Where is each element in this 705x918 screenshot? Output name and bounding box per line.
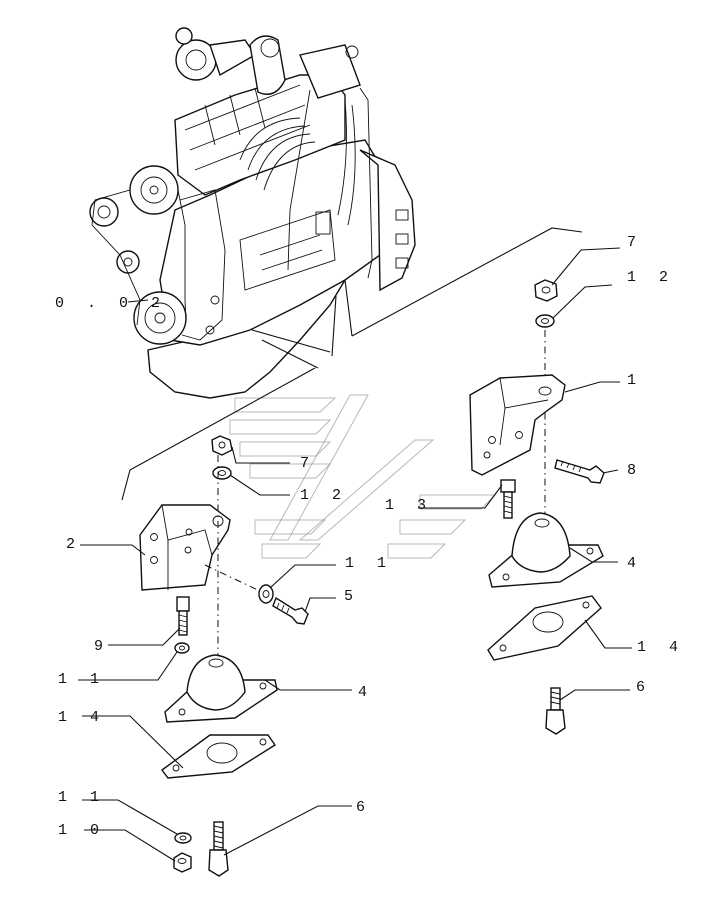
watermark-logo [229,394,497,559]
right-washer-top [535,314,555,328]
callout-2: 2 [66,536,82,553]
callout-7-mid: 7 [300,455,316,472]
right-mount-assembly [469,279,605,735]
callout-11-left: 1 1 [58,671,106,688]
callout-6-right: 6 [636,679,652,696]
callout-7-top: 7 [627,234,643,251]
callout-labels: 0 . 0 2 7 1 2 1 7 1 2 8 1 3 2 1 1 4 5 9 … [55,234,685,839]
left-small-bolt [176,596,190,612]
callout-4-right: 4 [627,555,643,572]
right-shim-plate [487,595,602,661]
callout-14-left: 1 4 [58,709,106,726]
right-bracket [469,374,566,476]
side-bolt [272,596,309,625]
left-washer-small [174,642,190,654]
callout-1: 1 [627,372,643,389]
callout-14-right: 1 4 [637,639,685,656]
callout-8: 8 [627,462,643,479]
callout-11-bottom: 1 1 [58,789,106,806]
callout-10: 1 0 [58,822,106,839]
engine-assembly [89,27,416,399]
callout-12-top: 1 2 [627,269,675,286]
right-small-bolt [500,479,516,493]
callout-5: 5 [344,588,360,605]
left-bracket [139,504,231,591]
right-nut [534,279,558,302]
callout-12-mid: 1 2 [300,487,348,504]
side-washer [258,584,274,604]
callout-4-left: 4 [358,684,374,701]
bottom-nut [173,852,192,873]
left-washer-top [212,466,232,480]
left-shim-plate [161,734,276,779]
callout-0-02: 0 . 0 2 [55,295,167,312]
callout-11-mid: 1 1 [345,555,393,572]
callout-13: 1 3 [385,497,433,514]
callout-9: 9 [94,638,110,655]
left-nut [211,435,233,456]
callout-6-bottom: 6 [356,799,372,816]
bottom-washer [174,832,192,844]
left-mount-assembly [139,435,309,877]
leader-lines [78,247,632,862]
frame-rail-lines [121,227,583,501]
